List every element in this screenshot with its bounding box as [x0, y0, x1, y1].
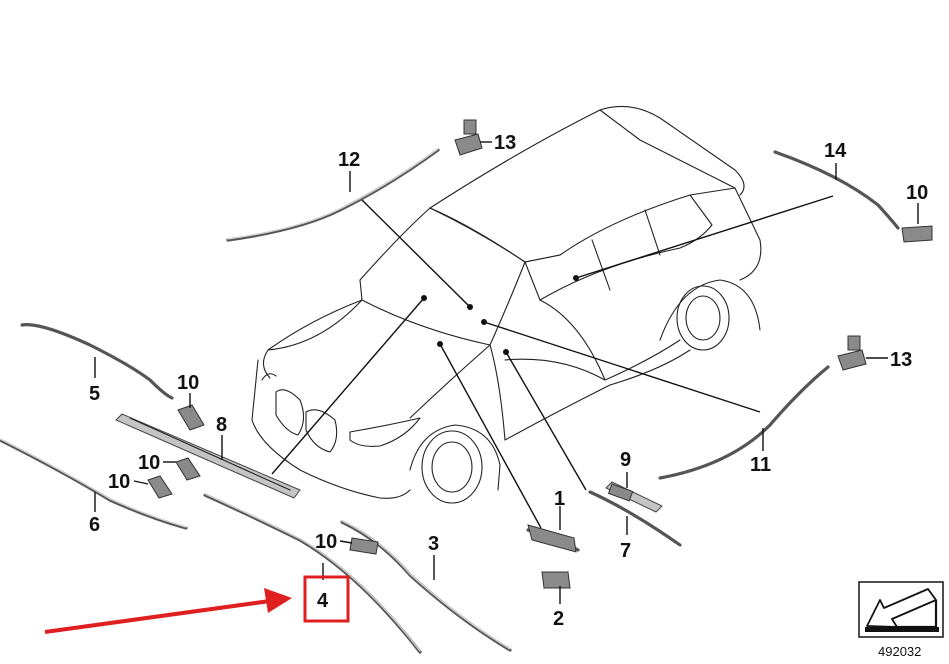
callout-13-top: 13: [494, 132, 516, 154]
strip-14: [773, 150, 900, 230]
connector-10-c: [147, 475, 173, 499]
callout-11: 11: [750, 454, 771, 476]
callout-5: 5: [89, 383, 100, 405]
callout-10-right: 10: [906, 182, 928, 204]
callout-10-mid: 10: [315, 531, 337, 553]
callout-14: 14: [824, 140, 847, 162]
callout-10-left-a: 10: [138, 452, 160, 474]
components: [115, 119, 933, 589]
strip-6: [0, 438, 188, 530]
callout-labels: 12 13 14 10 13 11 9 7 1 2 3 4 10 8 10 10…: [89, 132, 928, 630]
callout-4: 4: [317, 590, 329, 612]
callout-12: 12: [338, 149, 360, 171]
highlight-box: [303, 575, 350, 623]
reference-number: 492032: [878, 644, 921, 659]
strip-5: [20, 323, 174, 400]
callout-7: 7: [620, 540, 631, 562]
connector-13-top: [454, 133, 483, 156]
strip-12: [226, 148, 440, 242]
strip-11: [658, 365, 830, 480]
strip-7: [588, 490, 682, 547]
callout-10-top-left: 10: [177, 372, 199, 394]
callout-2: 2: [553, 608, 564, 630]
callout-13-right: 13: [890, 349, 912, 371]
connector-10-a: [177, 404, 205, 431]
callout-8: 8: [216, 414, 227, 436]
connector-9: [607, 483, 634, 502]
callout-10-left-b: 10: [108, 471, 130, 493]
callout-1: 1: [554, 488, 565, 510]
light-bar-8: [115, 413, 301, 499]
leader-lines: [94, 141, 919, 604]
strip-3: [340, 520, 512, 652]
callout-dots: [421, 275, 579, 355]
connector-10-e: [901, 225, 933, 243]
connector-13-right: [837, 349, 867, 371]
connector-10-d: [349, 537, 379, 555]
arrow-down-left-icon: [865, 588, 939, 632]
part-2: [541, 571, 571, 589]
callout-3: 3: [428, 533, 439, 555]
callout-9: 9: [620, 449, 631, 471]
vehicle-outline: [251, 105, 762, 504]
light-strips: [0, 148, 900, 654]
red-arrow: [44, 588, 292, 634]
part-1: [527, 524, 577, 553]
strip-4: [203, 493, 422, 654]
callout-6: 6: [89, 514, 100, 536]
reference-box: 492032: [858, 581, 944, 659]
connector-10-b: [175, 457, 201, 481]
